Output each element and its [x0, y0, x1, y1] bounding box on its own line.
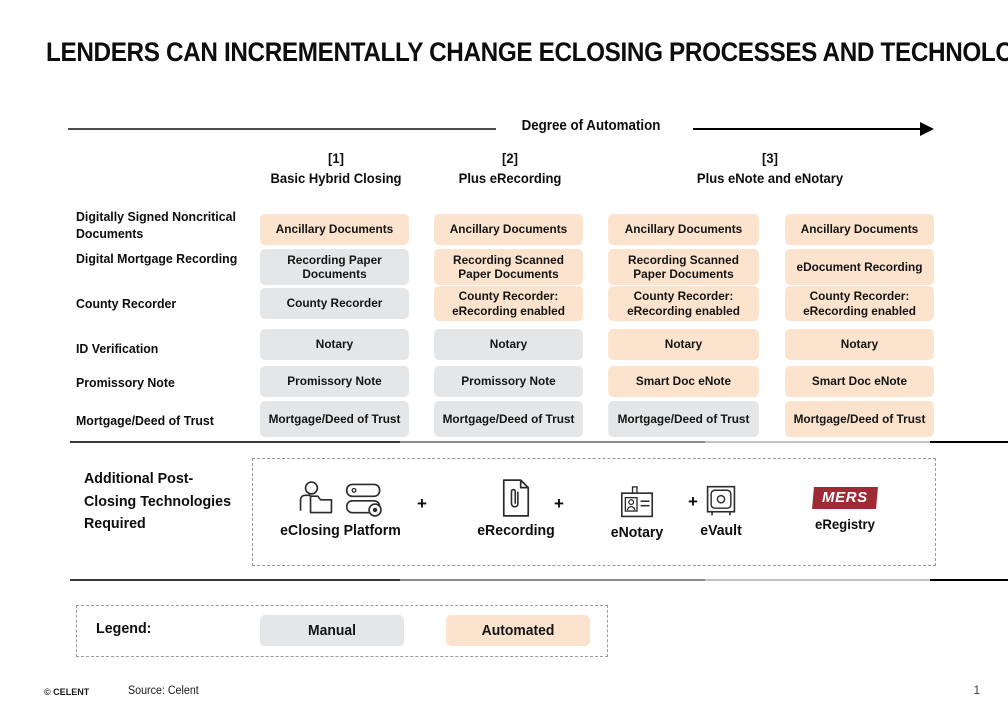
- matrix-cell[interactable]: Notary: [260, 329, 409, 360]
- row-label-mortgage-deed-of-trust: Mortgage/Deed of Trust: [76, 413, 214, 428]
- matrix-cell[interactable]: Smart Doc eNote: [785, 366, 934, 397]
- column-name: Plus eRecording: [458, 170, 562, 187]
- rule-segment: [705, 441, 930, 443]
- server-rack-icon: [344, 480, 386, 518]
- rule-segment: [70, 579, 400, 581]
- tech-bottom-rule: [70, 579, 1008, 581]
- tech-icon-group: [446, 476, 586, 518]
- tech-item-name: eNotary: [610, 524, 664, 541]
- matrix-cell[interactable]: Mortgage/Deed of Trust: [260, 401, 409, 437]
- matrix-cell[interactable]: Ancillary Documents: [434, 214, 583, 245]
- tech-icon-group: [591, 478, 683, 520]
- tech-item-evault[interactable]: eVault: [683, 482, 759, 539]
- person-folder-icon: [296, 478, 336, 518]
- row-label-promissory-note: Promissory Note: [76, 375, 175, 390]
- column-header-1: [1] Basic Hybrid Closing: [250, 148, 421, 189]
- matrix-cell[interactable]: Promissory Note: [260, 366, 409, 397]
- tech-icon-group: [683, 482, 759, 518]
- matrix-cell[interactable]: Notary: [434, 329, 583, 360]
- column-number: [1]: [328, 150, 344, 166]
- tech-item-erecording[interactable]: eRecording: [446, 476, 586, 539]
- row-label-county-recorder: County Recorder: [76, 296, 177, 311]
- rule-segment: [70, 441, 400, 443]
- tech-icon-group: MERS: [786, 484, 904, 512]
- tech-item-eregistry[interactable]: MERS eRegistry: [786, 484, 904, 532]
- plus-separator-3: +: [688, 492, 698, 511]
- safe-vault-icon: [704, 484, 738, 518]
- matrix-cell[interactable]: Recording Scanned Paper Documents: [608, 249, 759, 285]
- matrix-cell[interactable]: Ancillary Documents: [260, 214, 409, 245]
- matrix-cell[interactable]: County Recorder: eRecording enabled: [608, 286, 759, 321]
- column-name: Basic Hybrid Closing: [270, 170, 402, 187]
- matrix-cell[interactable]: Mortgage/Deed of Trust: [608, 401, 759, 437]
- rule-segment: [400, 441, 705, 443]
- column-header-2: [2] Plus eRecording: [424, 148, 595, 189]
- matrix-cell[interactable]: Recording Scanned Paper Documents: [434, 249, 583, 285]
- tech-item-name: eClosing Platform: [280, 522, 401, 539]
- matrix-cell[interactable]: County Recorder: [260, 288, 409, 319]
- plus-separator-1: +: [417, 494, 427, 513]
- matrix-cell[interactable]: Notary: [608, 329, 759, 360]
- rule-segment: [705, 579, 930, 581]
- matrix-cell[interactable]: Promissory Note: [434, 366, 583, 397]
- matrix-bottom-rule: [70, 441, 1008, 443]
- rule-segment: [930, 441, 1008, 443]
- matrix-cell[interactable]: Mortgage/Deed of Trust: [434, 401, 583, 437]
- axis-label: Degree of Automation: [521, 118, 661, 134]
- rule-segment: [400, 579, 705, 581]
- plus-separator-2: +: [554, 494, 564, 513]
- id-badge-icon: [619, 486, 655, 520]
- axis-arrow-icon: [920, 122, 934, 136]
- tech-band-box: [252, 458, 936, 566]
- axis-line-left: [68, 128, 496, 130]
- legend-box: [76, 605, 608, 657]
- matrix-cell[interactable]: Recording Paper Documents: [260, 249, 409, 285]
- page-title: LENDERS CAN INCREMENTALLY CHANGE ECLOSIN…: [46, 37, 1008, 67]
- footer-page-number: 1: [973, 685, 980, 697]
- tech-item-enotary[interactable]: eNotary: [591, 478, 683, 541]
- legend-title: Legend:: [96, 620, 152, 637]
- row-label-digital-mortgage-recording: Digital Mortgage Recording: [76, 251, 238, 266]
- rule-segment: [930, 579, 1008, 581]
- matrix-cell[interactable]: County Recorder: eRecording enabled: [434, 286, 583, 321]
- tech-item-name: eVault: [700, 522, 742, 539]
- degree-of-automation-axis: Degree of Automation: [68, 118, 940, 140]
- column-header-3: [3] Plus eNote and eNotary: [668, 148, 873, 189]
- matrix-cell[interactable]: County Recorder: eRecording enabled: [785, 286, 934, 321]
- tech-item-eclosing-platform[interactable]: eClosing Platform: [258, 476, 423, 539]
- mers-logo: MERS: [812, 487, 878, 509]
- column-name: Plus eNote and eNotary: [696, 170, 844, 187]
- legend-chip-automated[interactable]: Automated: [446, 615, 590, 646]
- tech-item-name: eRecording: [477, 522, 555, 539]
- document-paperclip-icon: [500, 478, 532, 518]
- matrix-cell[interactable]: Smart Doc eNote: [608, 366, 759, 397]
- tech-item-name: eRegistry: [815, 516, 875, 532]
- axis-line-right: [693, 128, 923, 130]
- tech-icon-group: [258, 476, 423, 518]
- matrix-cell[interactable]: Notary: [785, 329, 934, 360]
- matrix-cell[interactable]: Ancillary Documents: [608, 214, 759, 245]
- column-number: [3]: [762, 150, 778, 166]
- matrix-cell[interactable]: Mortgage/Deed of Trust: [785, 401, 934, 437]
- legend-chip-manual[interactable]: Manual: [260, 615, 404, 646]
- footer-source: Source: Celent: [128, 685, 199, 697]
- tech-band-label: Additional Post-Closing Technologies Req…: [84, 470, 231, 532]
- row-label-id-verification: ID Verification: [76, 341, 159, 356]
- column-number: [2]: [502, 150, 518, 166]
- footer-copyright: © CELENT: [44, 687, 90, 698]
- row-label-digitally-signed: Digitally Signed Noncritical Documents: [76, 209, 236, 242]
- matrix-cell[interactable]: Ancillary Documents: [785, 214, 934, 245]
- matrix-cell[interactable]: eDocument Recording: [785, 249, 934, 285]
